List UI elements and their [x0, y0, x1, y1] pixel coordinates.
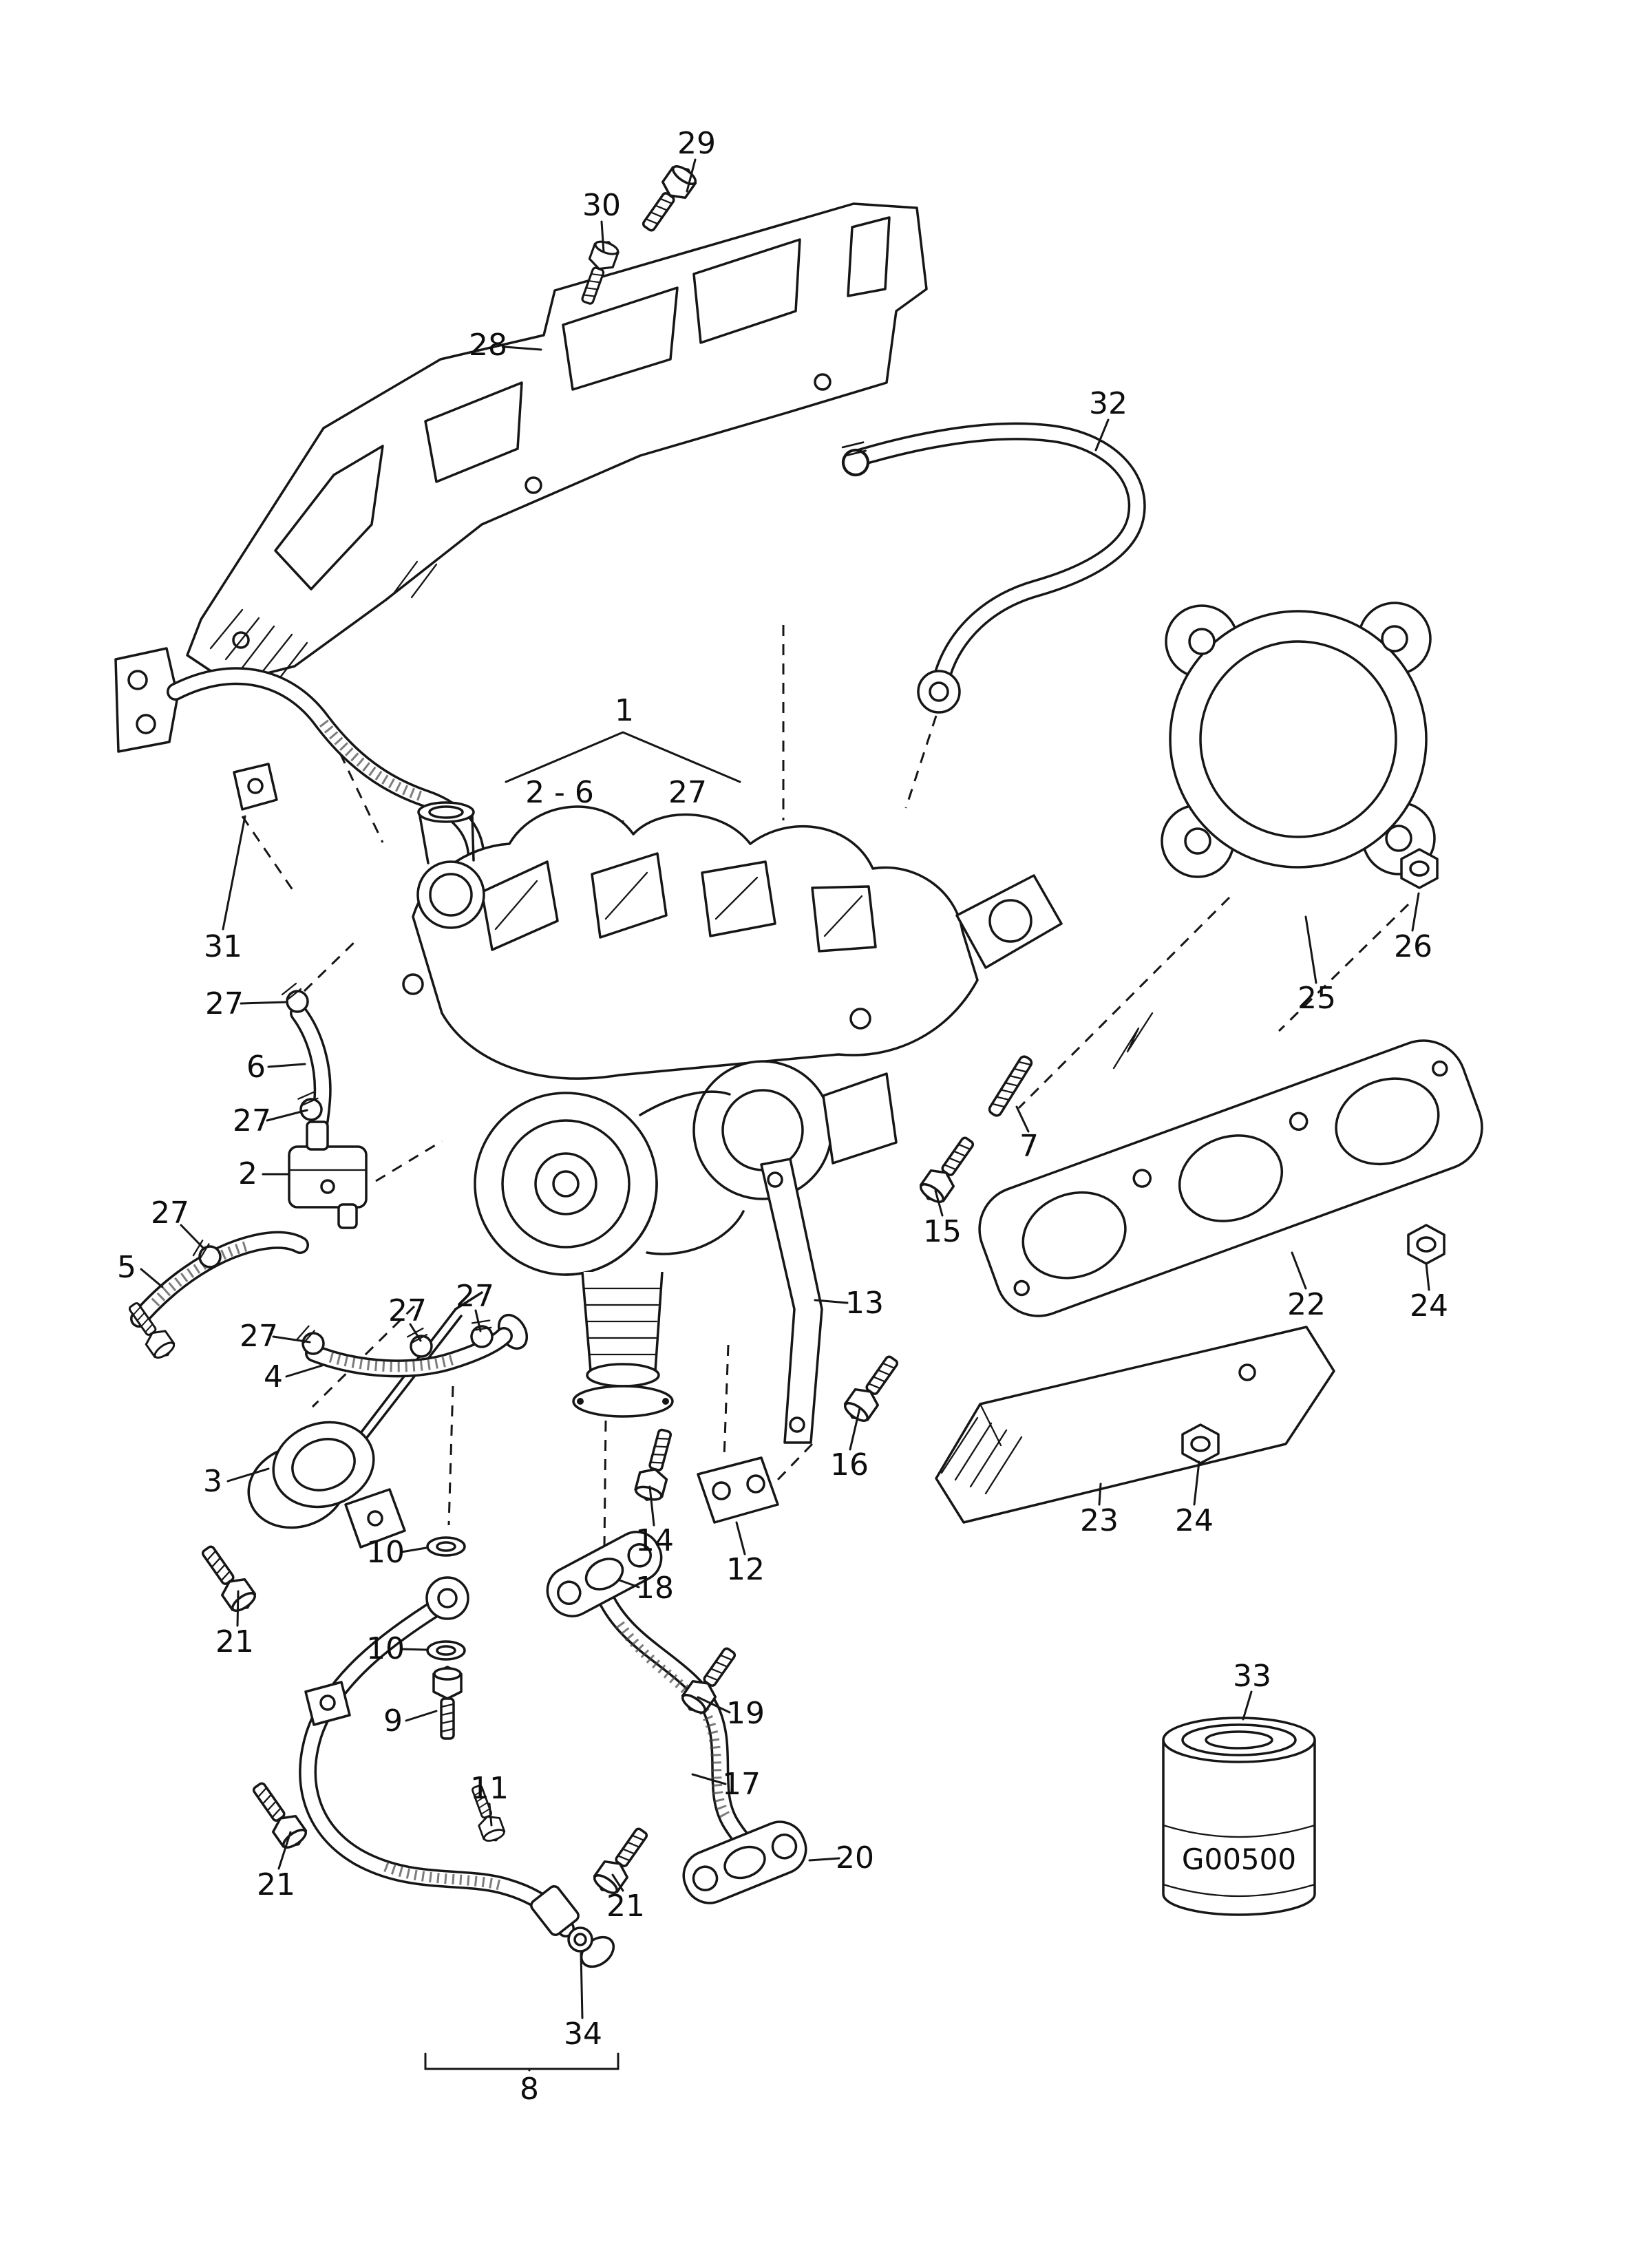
callout-27-6: 27	[668, 775, 707, 810]
coolant-pipe-31	[114, 647, 494, 896]
heat-shield-23	[935, 1326, 1335, 1524]
seal-ring-34	[567, 1926, 593, 1953]
callout-17-25: 17	[722, 1767, 761, 1802]
recirculation-valve-2	[288, 1120, 368, 1229]
callout-16-33: 16	[830, 1447, 869, 1483]
callout-1-bracket	[505, 731, 741, 783]
callout-27-16: 27	[240, 1319, 278, 1354]
callout-8-bracket	[424, 1952, 620, 2072]
can-label: G00500	[1182, 1842, 1296, 1876]
callout-3-18: 3	[203, 1464, 222, 1499]
screw-29	[634, 160, 701, 237]
turbo-manifold-assembly-1	[359, 801, 1063, 1440]
banjo-bolt-9	[432, 1666, 463, 1740]
callout-21-28: 21	[606, 1889, 645, 1924]
flange-18	[546, 1531, 663, 1617]
callout-27-10: 27	[233, 1103, 271, 1138]
bracket-12	[697, 1456, 779, 1524]
callout-27-12: 27	[151, 1196, 189, 1231]
oil-supply-pipe-8	[299, 1576, 615, 1968]
nut-24a	[1407, 1224, 1446, 1265]
callout-7-37: 7	[1019, 1129, 1039, 1164]
bolt-21a	[193, 1540, 260, 1617]
bolt-15	[915, 1131, 982, 1208]
callout-23-40: 23	[1080, 1503, 1119, 1538]
sealant-can-33: G00500	[1162, 1717, 1316, 1916]
callout-20-29: 20	[836, 1840, 874, 1876]
callout-33-44: 33	[1233, 1659, 1271, 1694]
turbo-inlet-gasket-25	[1161, 602, 1436, 878]
callout-26-43: 26	[1394, 929, 1432, 964]
support-strap-13	[760, 1158, 823, 1444]
callout-31-7: 31	[204, 929, 242, 964]
washer-10-lower	[426, 1640, 466, 1661]
callout-27-14: 27	[388, 1293, 427, 1328]
coolant-hose-32	[834, 422, 1146, 714]
callout-8-31: 8	[520, 2072, 539, 2107]
bolt-16	[840, 1350, 907, 1427]
nut-24b	[1181, 1423, 1220, 1465]
callout-5-13: 5	[117, 1250, 136, 1285]
callout-10-20: 10	[366, 1535, 405, 1570]
wastegate-actuator-3	[247, 1421, 406, 1549]
washer-10-upper	[426, 1536, 466, 1557]
callout-21-19: 21	[215, 1624, 254, 1659]
callout-18-21: 18	[635, 1571, 674, 1606]
callout-30-1: 30	[582, 188, 621, 223]
callout-6-9: 6	[246, 1050, 266, 1085]
callout-13-32: 13	[845, 1286, 884, 1321]
callout-14-34: 14	[635, 1523, 674, 1558]
nut-26	[1400, 848, 1439, 889]
callout-15-36: 15	[923, 1214, 962, 1249]
heat-shield-28	[186, 202, 928, 684]
callout-4-17: 4	[264, 1359, 283, 1394]
callout-2-11: 2	[238, 1156, 257, 1191]
flange-20	[682, 1820, 807, 1904]
bolt-21c	[589, 1822, 656, 1899]
callout-34-30: 34	[564, 2017, 602, 2052]
callout-1-4: 1	[615, 693, 634, 728]
leader-lines	[140, 158, 1430, 1892]
callout-25-42: 25	[1298, 981, 1336, 1016]
callout-12-35: 12	[726, 1552, 765, 1587]
callout-29-0: 29	[677, 126, 716, 161]
bolt-14	[632, 1425, 680, 1505]
callout-24-39: 24	[1410, 1288, 1448, 1324]
oil-return-pipe-17	[546, 1531, 807, 1904]
callout-19-24: 19	[726, 1696, 765, 1731]
callout-11-26: 11	[470, 1771, 509, 1806]
hose-4	[305, 1327, 513, 1378]
callout-2-6-5: 2 - 6	[525, 775, 594, 810]
hose-5	[130, 1231, 309, 1328]
manifold-gasket-22	[978, 1012, 1483, 1317]
callout-22-38: 22	[1287, 1287, 1326, 1322]
callout-28-2: 28	[469, 328, 507, 363]
callout-10-22: 10	[366, 1631, 405, 1666]
callout-32-3: 32	[1089, 386, 1127, 421]
callout-27-15: 27	[456, 1279, 494, 1314]
callout-24-41: 24	[1175, 1503, 1214, 1538]
stud-7	[986, 1053, 1035, 1119]
callout-27-8: 27	[205, 986, 244, 1021]
callout-21-27: 21	[257, 1867, 295, 1902]
callout-9-23: 9	[383, 1703, 403, 1739]
